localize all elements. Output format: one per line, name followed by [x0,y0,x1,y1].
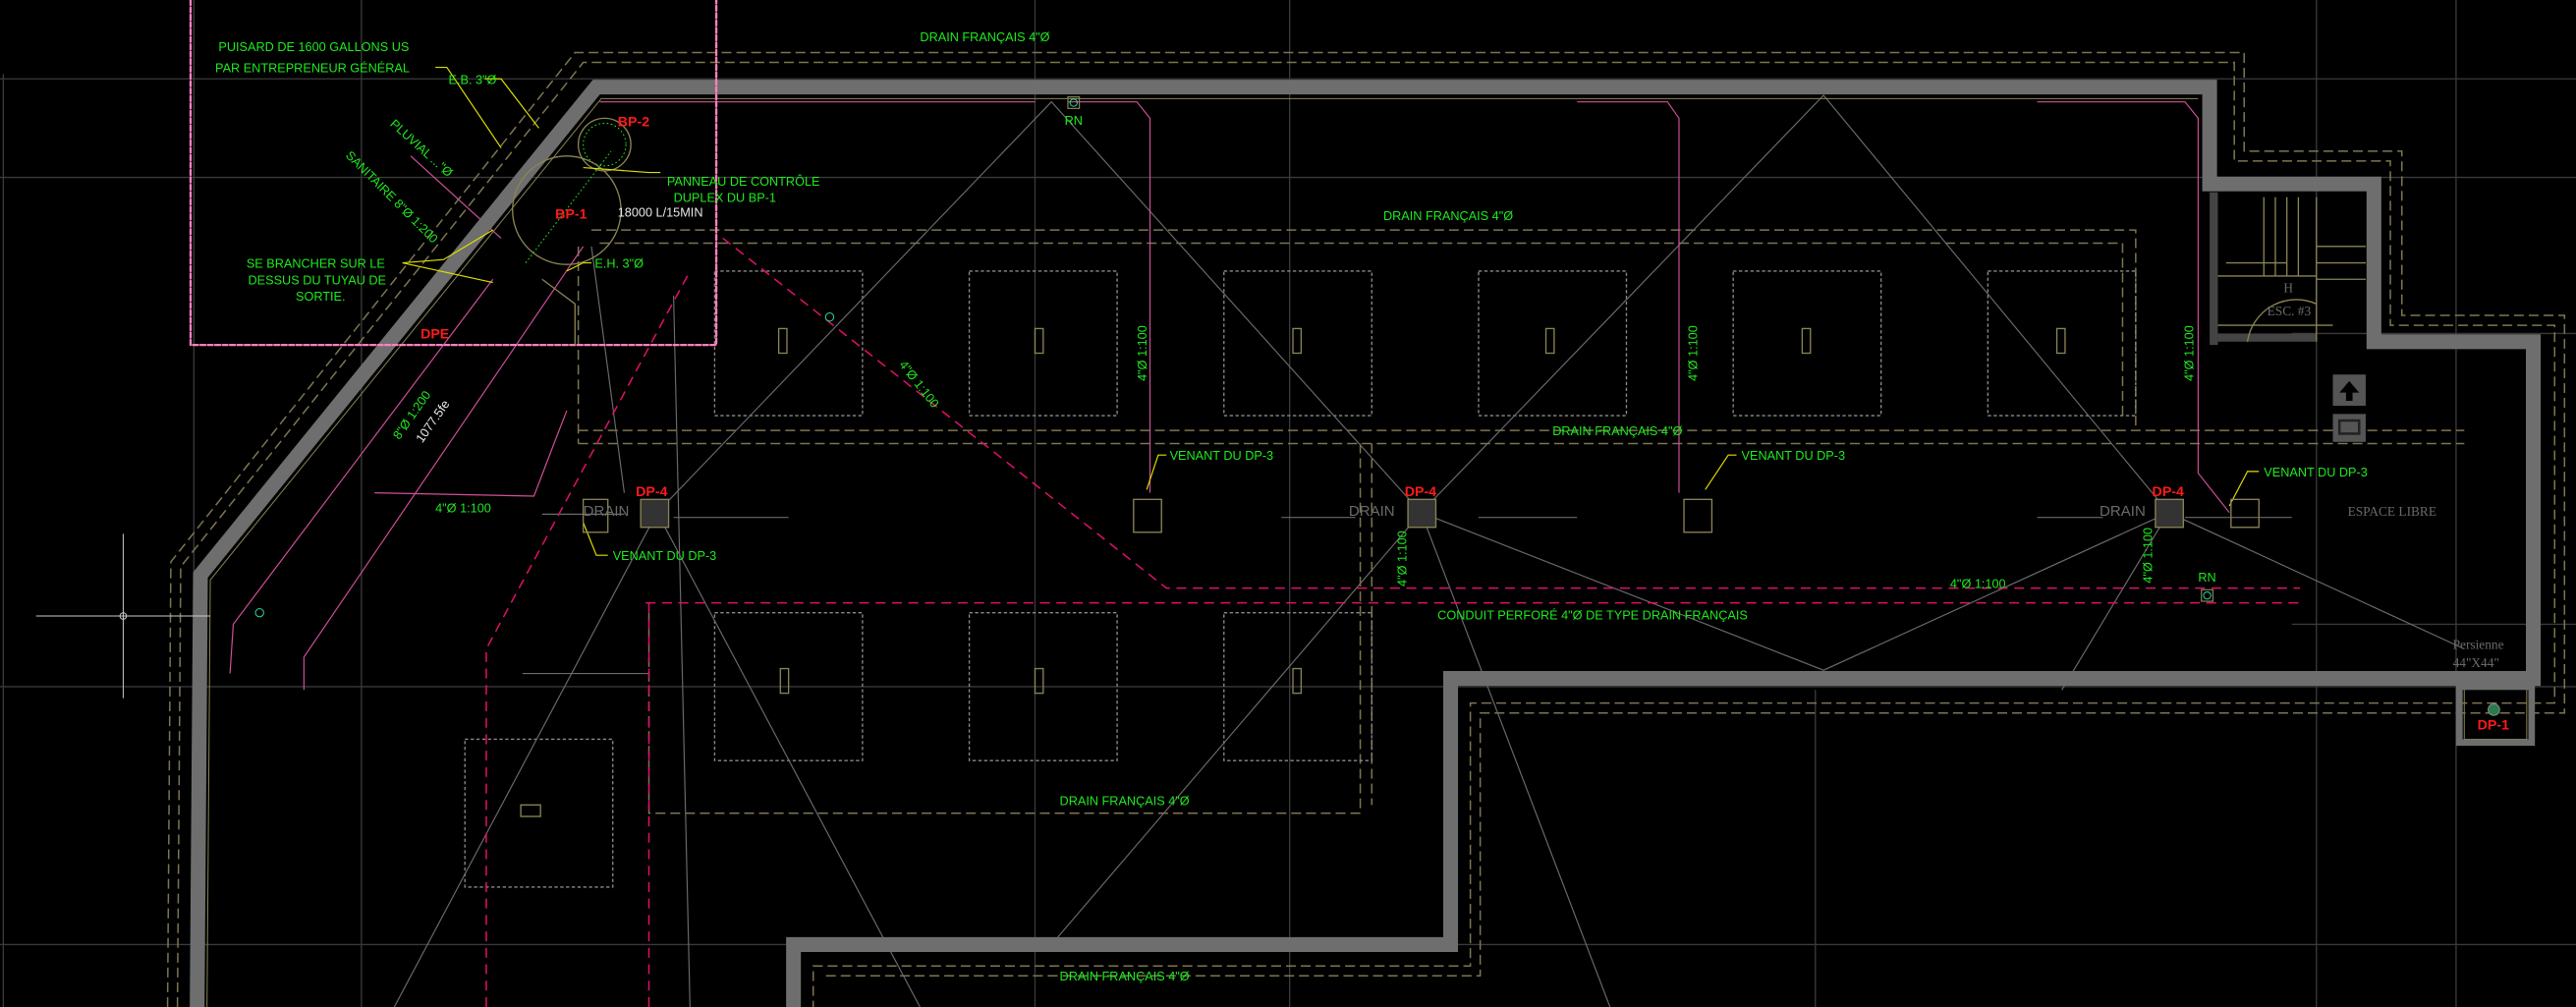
stair-3: ESC. #3 H [2210,192,2366,346]
drain-francais-label: DRAIN FRANÇAIS 4"Ø [1060,794,1190,808]
dpe-tag: DPE [420,326,449,342]
pipe-4-label: 4"Ø 1:100 [1395,531,1409,587]
connect-note: SORTIE. [296,290,346,304]
connect-note: DESSUS DU TUYAU DE [249,273,387,287]
dp1-tag: DP-1 [2478,717,2509,733]
rn-label: RN [1065,114,1083,128]
eb-label: E.B. 3"Ø [449,73,497,86]
dp4-tag: DP-4 [636,484,667,500]
cleanout-icon [35,96,2214,699]
drain-label: DRAIN [2100,503,2146,520]
drain-label: DRAIN [1349,503,1395,520]
persienne-label: Persienne [2453,637,2504,651]
drain-francais-label: DRAIN FRANÇAIS 4"Ø [1060,970,1190,983]
dp4-tag: DP-4 [1405,484,1436,500]
flow-label: 18000 L/15MIN [618,206,703,220]
pipe-4-label: 4"Ø 1:100 [1950,578,2006,591]
pink-pipes [229,101,2230,691]
building-walls [190,80,2542,1007]
stair-h-label: H [2283,281,2293,296]
bp2-tag: BP-2 [618,115,649,131]
dp4-tag: DP-4 [2153,484,2184,500]
revision-cloud [189,0,718,347]
venant-label: VENANT DU DP-3 [1170,449,1274,463]
drain-francais-label: DRAIN FRANÇAIS 4"Ø [1552,424,1682,438]
up-arrow-icon [2332,374,2366,407]
venant-label: VENANT DU DP-3 [2264,466,2368,479]
persienne-size: 44"X44" [2453,655,2499,670]
venant-label: VENANT DU DP-3 [613,549,717,563]
venant-label: VENANT DU DP-3 [1742,449,1846,463]
stair-label: ESC. #3 [2268,304,2312,318]
connect-note: SE BRANCHER SUR LE [247,257,385,271]
french-drain-lines [166,51,2566,1007]
drain-francais-label: DRAIN FRANÇAIS 4"Ø [920,30,1049,44]
floor-drain-icon [582,498,2500,716]
pipe-4-label: 4"Ø 1:100 [2142,528,2156,584]
pipe-4-label: 4"Ø 1:100 [1686,325,1700,381]
panel-note: DUPLEX DU BP-1 [674,192,776,205]
sump-note: PUISARD DE 1600 GALLONS US [218,40,409,54]
pipe-4-label: 4"Ø 1:100 [1136,325,1149,381]
pipe-4-label: 4"Ø 1:100 [435,502,491,516]
pipe-4-label: 4"Ø 1:100 [2182,325,2196,381]
footings [464,270,2137,888]
sump-note: PAR ENTREPRENEUR GÉNÉRAL [215,61,410,76]
eh-label: E.H. 3"Ø [594,257,644,271]
bp1-tag: BP-1 [555,206,587,222]
emergency-exit-icon [2332,414,2366,442]
perforated-drain [485,237,2301,1007]
panel-note: PANNEAU DE CONTRÔLE [667,174,820,189]
conduit-label: CONDUIT PERFORÉ 4"Ø DE TYPE DRAIN FRANÇA… [1437,607,1748,622]
rn-label: RN [2198,571,2215,585]
espace-libre-label: ESPACE LIBRE [2348,504,2436,519]
sump-pit [512,117,632,346]
drain-label: DRAIN [584,503,630,520]
drain-francais-label: DRAIN FRANÇAIS 4"Ø [1383,209,1513,223]
leader-lines [402,66,2260,556]
